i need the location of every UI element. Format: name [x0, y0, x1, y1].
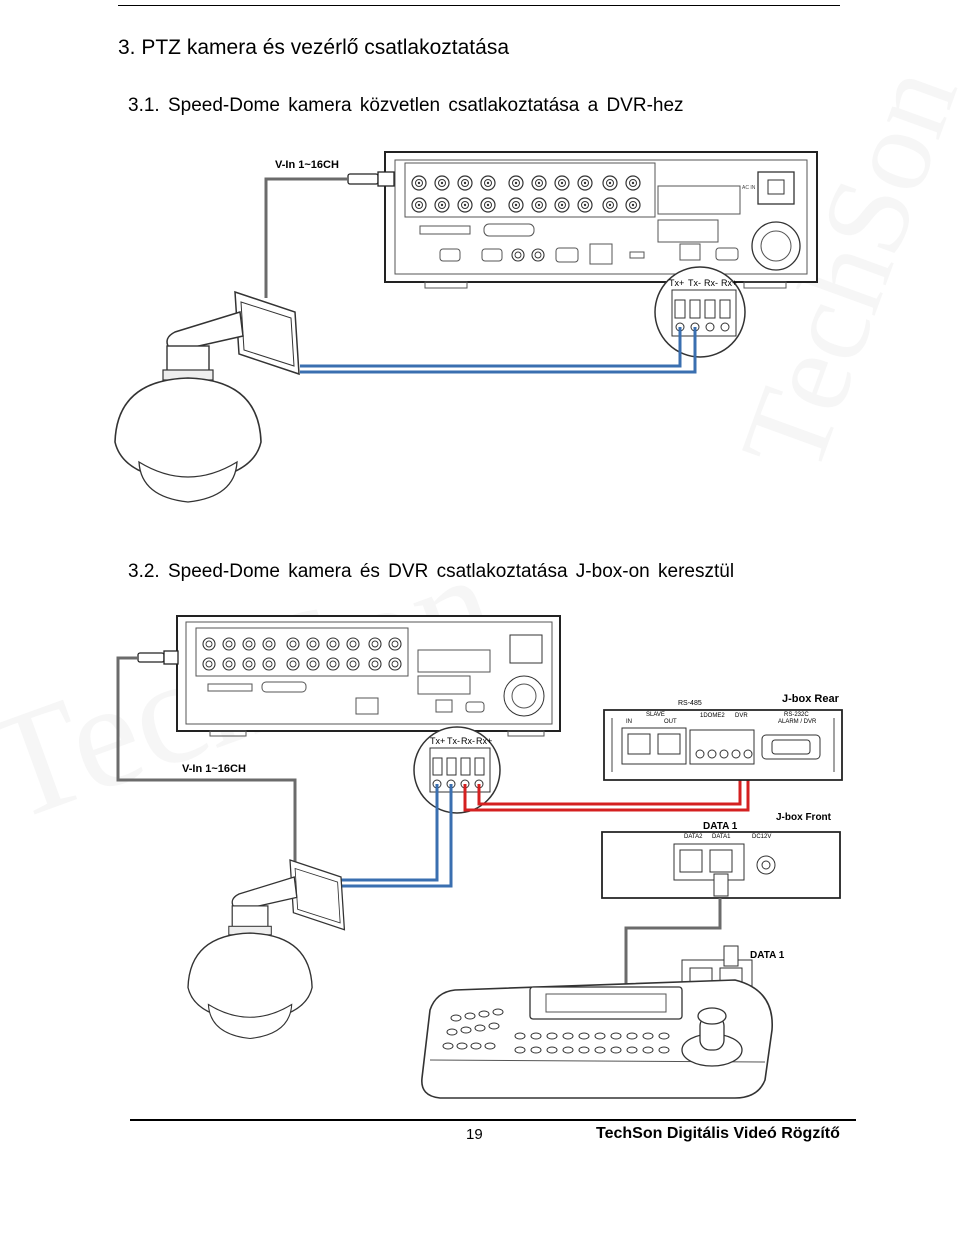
- svg-text:Rx-: Rx-: [704, 278, 718, 288]
- svg-text:V-In 1~16CH: V-In 1~16CH: [182, 763, 246, 775]
- footer-rule: [130, 1119, 856, 1121]
- dvr-rear-panel-2: [176, 615, 561, 737]
- svg-text:J-box Front: J-box Front: [776, 812, 832, 823]
- svg-text:IN: IN: [626, 719, 632, 725]
- video-cable-2: V-In 1~16CH: [116, 650, 297, 870]
- svg-text:Rx+: Rx+: [721, 278, 737, 288]
- svg-text:SLAVE: SLAVE: [646, 712, 665, 718]
- svg-text:V-In 1~16CH: V-In 1~16CH: [275, 159, 339, 171]
- jbox-rear: RS-485 J-box Rear SLAVE IN OUT 1DOME2 DV…: [603, 693, 843, 781]
- svg-text:Tx-: Tx-: [688, 278, 701, 288]
- svg-text:OUT: OUT: [664, 719, 677, 725]
- svg-text:DATA 1: DATA 1: [703, 821, 738, 832]
- jbox-front: J-box Front DATA 1 DATA2 DATA1 DC12V: [601, 812, 841, 899]
- svg-text:DVR: DVR: [735, 713, 748, 719]
- svg-text:1DOME2: 1DOME2: [700, 713, 725, 719]
- rs485-terminal-1: Tx+ Tx- Rx- Rx+: [654, 266, 746, 358]
- svg-text:DC12V: DC12V: [752, 834, 771, 840]
- svg-text:ALARM / DVR: ALARM / DVR: [778, 719, 817, 725]
- svg-text:Rx+: Rx+: [476, 736, 492, 746]
- svg-text:Tx-: Tx-: [447, 736, 460, 746]
- svg-text:DATA2: DATA2: [684, 834, 703, 840]
- page-number: 19: [466, 1126, 483, 1143]
- rs485-terminal-2: Tx+ Tx- Rx- Rx+: [413, 726, 501, 814]
- dvr-rear-panel-1: AC IN: [384, 151, 818, 289]
- svg-text:Tx+: Tx+: [669, 278, 684, 288]
- header-rule: [118, 5, 840, 6]
- video-cable-1: V-In 1~16CH: [264, 159, 395, 298]
- svg-text:DATA1: DATA1: [712, 834, 731, 840]
- ptz-keyboard: DATA 1: [421, 945, 785, 1099]
- svg-text:Tx+: Tx+: [430, 736, 445, 746]
- section-title-3-1: 3.1. Speed-Dome kamera közvetlen csatlak…: [128, 95, 684, 116]
- svg-text:RS-232C: RS-232C: [784, 712, 809, 718]
- svg-text:DATA 1: DATA 1: [750, 950, 785, 961]
- footer-doc-title: TechSon Digitális Videó Rögzítő: [596, 1125, 840, 1142]
- chapter-title: 3. PTZ kamera és vezérlő csatlakoztatása: [118, 36, 509, 59]
- speed-dome-camera-2: [187, 859, 346, 1040]
- svg-text:Rx-: Rx-: [461, 736, 475, 746]
- svg-text:RS-485: RS-485: [678, 700, 702, 707]
- speed-dome-camera-1: [114, 291, 300, 503]
- section-title-3-2: 3.2. Speed-Dome kamera és DVR csatlakozt…: [128, 561, 735, 582]
- svg-text:J-box Rear: J-box Rear: [782, 693, 840, 705]
- svg-text:AC IN: AC IN: [742, 185, 756, 191]
